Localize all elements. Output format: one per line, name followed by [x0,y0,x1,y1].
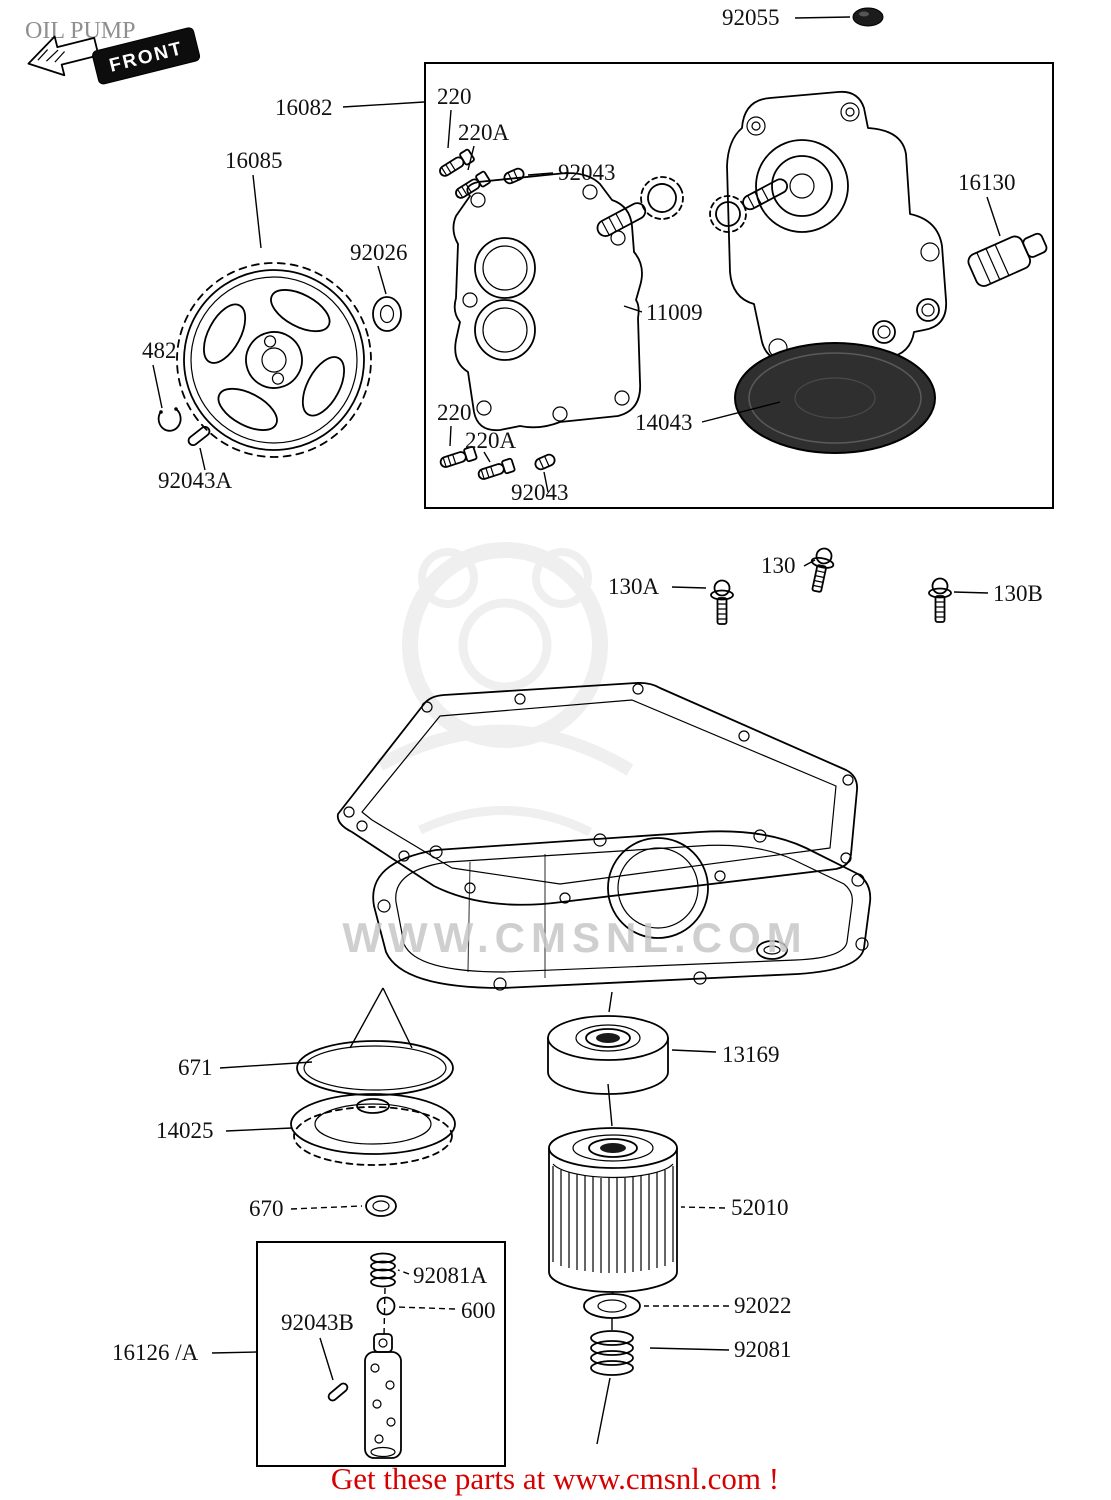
label-130: 130 [761,553,796,578]
footer-link[interactable]: Get these parts at www.cmsnl.com ! [331,1461,779,1496]
label-130a: 130A [608,574,660,599]
front-arrow-icon [27,35,100,77]
label-92055: 92055 [722,5,780,30]
pump-gear-shaft-1 [596,176,684,237]
label-11009: 11009 [646,300,703,325]
label-482: 482 [142,338,177,363]
label-92022: 92022 [734,1293,792,1318]
pin-92043b [327,1382,349,1402]
label-92043b: 92043B [281,1310,354,1335]
label-92043a: 92043A [158,468,233,493]
watermark-text: WWW.CMSNL.COM [342,914,807,961]
label-220-top: 220 [437,84,472,109]
relief-valve-16130 [967,232,1048,287]
washer-92022 [583,1293,641,1319]
washer-92026 [372,296,402,332]
label-14043: 14043 [635,410,693,435]
label-220-bottom: 220 [437,400,472,425]
label-16085: 16085 [225,148,283,173]
valve-body-16126 [364,1333,402,1459]
page-title: OIL PUMP [25,18,135,44]
front-plate [92,27,201,85]
bolt-130b [928,577,952,623]
oil-pan [372,829,872,991]
label-52010: 52010 [731,1195,789,1220]
assembly-box-outline [424,62,1054,509]
oil-filter-52010 [548,1127,678,1293]
pin-92043-bottom [534,453,556,471]
gasket-11009 [452,172,643,432]
label-92043-bottom: 92043 [511,480,569,505]
plug-92055 [852,7,884,27]
pin-92043a [187,425,211,447]
label-16130: 16130 [958,170,1016,195]
spring-92081a [370,1252,396,1288]
background-watermark-art [376,542,634,837]
label-670: 670 [249,1196,284,1221]
spring-92081 [590,1330,634,1376]
pin-92043-top [503,167,525,185]
bolt-130a [710,579,734,625]
oil-pump-sprocket-16085 [176,262,372,458]
top-assembly-box: 16082 220 220A 92043 [275,62,1054,509]
part-92055-plug [794,7,884,27]
oil-pan-gasket [336,681,858,906]
label-92026: 92026 [350,240,408,265]
label-16082: 16082 [275,95,333,120]
bolt-220a-bottom [477,457,516,480]
label-13169: 13169 [722,1042,780,1067]
valve-box-outline [256,1241,506,1467]
ball-600 [376,1296,396,1316]
pump-gear-shaft-2 [709,178,788,233]
bolt-130 [810,547,835,593]
circlip-482 [157,407,182,432]
oring-670 [365,1195,397,1217]
assembly-lines [349,987,614,1445]
spacer-13169 [547,1015,669,1095]
oil-screen-14043 [734,342,936,454]
label-671: 671 [178,1055,213,1080]
label-130b: 130B [993,581,1043,606]
label-14025: 14025 [156,1118,214,1143]
oring-671 [296,1040,454,1096]
pump-body [726,90,947,364]
label-92081a: 92081A [413,1263,488,1288]
label-220a-top: 220A [458,120,510,145]
cap-14025 [290,1093,456,1166]
relief-valve-box: 92081A 600 92043B [256,1241,506,1467]
label-16126: 16126 /A [112,1340,199,1365]
label-220a-bottom: 220A [465,428,517,453]
label-600: 600 [461,1298,496,1323]
bolt-220-bottom [439,445,478,468]
label-92081: 92081 [734,1337,792,1362]
